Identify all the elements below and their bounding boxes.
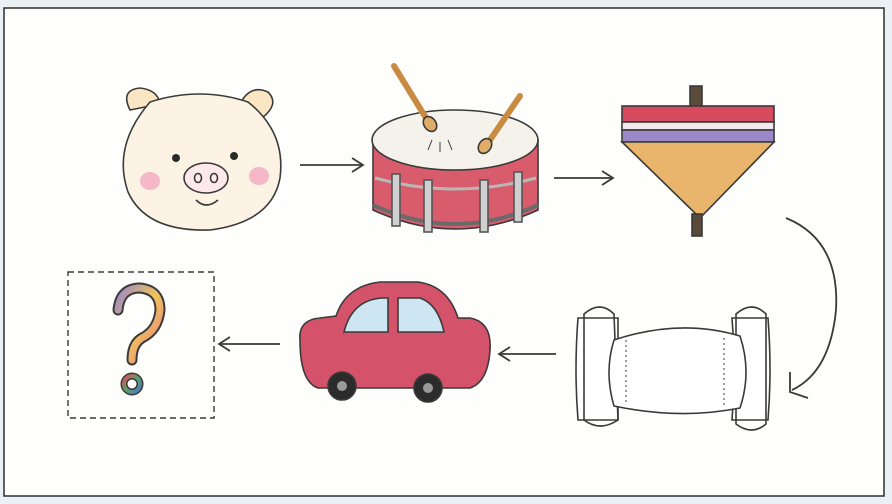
card-frame xyxy=(4,8,884,496)
pig-face-icon xyxy=(123,88,281,230)
